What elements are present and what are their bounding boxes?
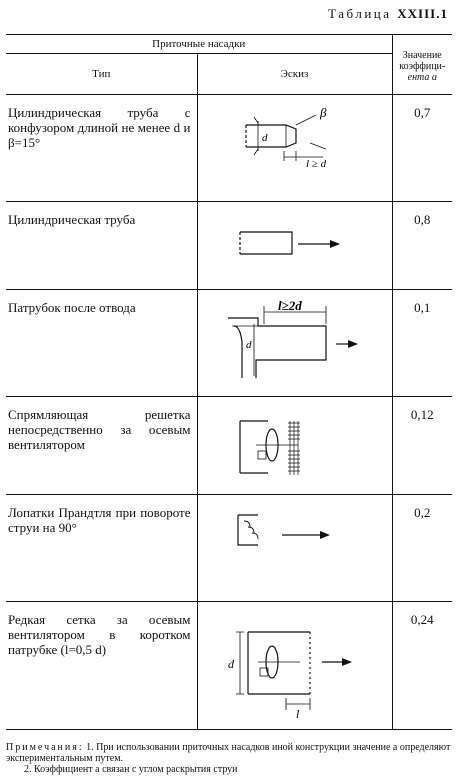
- table-title-prefix: Таблица: [328, 6, 392, 21]
- row-value: 0,24: [410, 612, 434, 627]
- sketch-prandtl-vanes: [236, 514, 330, 546]
- sketch-label-d: d: [246, 339, 252, 351]
- table-row: Цилиндрическая труба 0,8: [6, 201, 452, 290]
- notes: Примечания: 1. При использовании приточн…: [6, 742, 452, 775]
- row-type: Лопатки Прандтля при повороте струи на 9…: [8, 505, 191, 535]
- sketch-label-length: l≥2d: [278, 298, 302, 313]
- sketch-sparse-mesh: d l: [228, 631, 352, 721]
- row-type: Цилиндрическая труба: [8, 212, 136, 227]
- sketch-branch-after-elbow: l≥2d d: [227, 298, 358, 378]
- nozzle-table: Приточные насадки Значение коэффици- ент…: [6, 34, 452, 730]
- note-2: 2. Коэффициент a связан с углом раскрыти…: [24, 764, 238, 775]
- header-group: Приточные насадки: [6, 34, 393, 54]
- header-type: Тип: [6, 53, 198, 95]
- note-1: 1. При использовании приточных насадков …: [6, 742, 451, 764]
- sketch-cylindrical-pipe: [238, 231, 340, 255]
- row-type: Спрямляющая решетка непосредственно за о…: [8, 407, 191, 452]
- sketch-straightening-grid: [238, 420, 300, 475]
- header-coefficient: Значение коэффици- ента a: [392, 34, 452, 95]
- sketch-label-beta: β: [319, 105, 327, 120]
- row-type: Цилиндрическая труба с конфузором длиной…: [8, 105, 191, 150]
- table-row: Патрубок после отвода l≥2d d 0,1: [6, 289, 452, 397]
- sketch-label-length: l ≥ d: [306, 158, 327, 170]
- row-value: 0,1: [414, 300, 431, 315]
- row-type: Редкая сетка за осевым вентилятором в ко…: [8, 612, 191, 657]
- sketch-label-d: d: [262, 132, 268, 144]
- table-row: Лопатки Прандтля при повороте струи на 9…: [6, 494, 452, 602]
- header-sketch: Эскиз: [197, 53, 393, 95]
- row-value: 0,8: [414, 212, 431, 227]
- table-row: Цилиндрическая труба с конфузором длиной…: [6, 94, 452, 202]
- table-row: Спрямляющая решетка непосредственно за о…: [6, 396, 452, 495]
- sketch-label-d: d: [228, 657, 235, 671]
- table-row: Редкая сетка за осевым вентилятором в ко…: [6, 601, 452, 730]
- sketch-confuser-pipe: d β l ≥ d: [244, 105, 327, 170]
- table-title: Таблица XXIII.1: [328, 6, 448, 22]
- row-value: 0,2: [414, 505, 431, 520]
- row-type: Патрубок после отвода: [8, 300, 136, 315]
- notes-label: Примечания:: [6, 742, 84, 753]
- row-value: 0,7: [414, 105, 431, 120]
- sketch-label-length: l: [296, 707, 300, 721]
- table-title-number: XXIII.1: [397, 6, 448, 21]
- row-value: 0,12: [410, 407, 434, 422]
